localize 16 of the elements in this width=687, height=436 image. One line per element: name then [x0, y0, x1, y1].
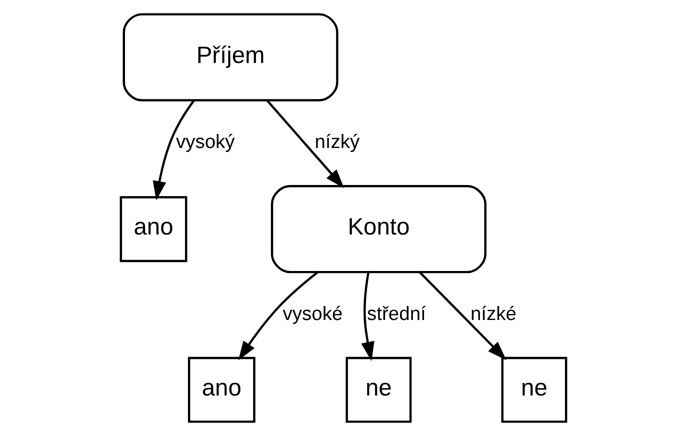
arrow [266, 100, 344, 188]
edge-label: nízké [470, 304, 516, 326]
arrow [238, 271, 319, 360]
edge-label: vysoké [282, 304, 343, 326]
arrow [419, 272, 506, 360]
edge-label: vysoký [176, 132, 235, 154]
edge-label: střední [367, 304, 426, 326]
edge-label: nízký [314, 132, 360, 154]
node-box: ne [346, 356, 412, 423]
arrow [152, 100, 195, 200]
arrow [361, 272, 374, 362]
node-box: ano [120, 196, 188, 262]
node-box: ne [501, 356, 568, 423]
node-box: ano [188, 356, 256, 423]
node-box: Konto [270, 185, 486, 274]
node-box: Příjem [122, 13, 338, 102]
